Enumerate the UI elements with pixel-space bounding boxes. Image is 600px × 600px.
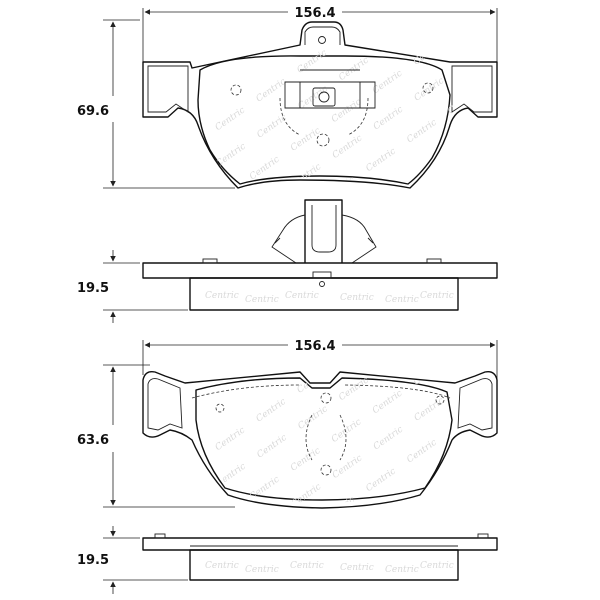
svg-text:Centric: Centric xyxy=(285,291,319,301)
svg-text:Centric: Centric xyxy=(336,19,369,47)
svg-text:Centric: Centric xyxy=(378,27,411,55)
svg-text:Centric: Centric xyxy=(372,425,405,453)
svg-text:Centric: Centric xyxy=(371,389,404,417)
svg-text:Centric: Centric xyxy=(245,565,279,575)
svg-text:Centric: Centric xyxy=(337,56,370,84)
svg-text:Centric: Centric xyxy=(290,561,324,571)
svg-text:Centric: Centric xyxy=(405,438,438,466)
svg-text:Centric: Centric xyxy=(255,433,288,461)
svg-text:Centric: Centric xyxy=(413,76,446,104)
svg-text:Centric: Centric xyxy=(377,311,410,339)
svg-text:Centric: Centric xyxy=(255,397,288,425)
svg-text:Centric: Centric xyxy=(255,113,288,141)
bottom-thickness-dimension: 19.5 xyxy=(77,526,188,594)
svg-text:Centric: Centric xyxy=(337,376,370,404)
svg-text:Centric: Centric xyxy=(205,561,239,571)
bottom-pad-side-view: Centric Centric Centric Centric Centric … xyxy=(142,533,498,581)
svg-text:Centric: Centric xyxy=(249,511,282,539)
svg-text:Centric: Centric xyxy=(173,170,206,198)
svg-text:Centric: Centric xyxy=(419,0,452,26)
top-width-label: 156.4 xyxy=(294,6,335,21)
svg-text:Centric: Centric xyxy=(371,69,404,97)
svg-text:Centric: Centric xyxy=(241,232,274,260)
svg-text:Centric: Centric xyxy=(372,105,405,133)
svg-text:Centric: Centric xyxy=(207,503,240,531)
svg-text:Centric: Centric xyxy=(405,118,438,146)
top-height-dimension: 69.6 xyxy=(77,19,235,189)
svg-text:Centric: Centric xyxy=(249,191,282,219)
bottom-width-label: 156.4 xyxy=(294,339,335,354)
svg-text:Centric: Centric xyxy=(340,293,374,303)
bottom-side-watermark: Centric Centric Centric Centric Centric … xyxy=(205,561,454,575)
top-pad-watermark: Centric Centric Centric Centric Centric … xyxy=(173,0,479,260)
top-pad-face-view: Centric Centric Centric Centric Centric … xyxy=(142,0,498,260)
svg-text:Centric: Centric xyxy=(296,404,329,432)
top-thickness-dimension: 19.5 xyxy=(77,250,188,323)
svg-text:Centric: Centric xyxy=(412,360,445,388)
svg-text:Centric: Centric xyxy=(385,565,419,575)
svg-text:Centric: Centric xyxy=(289,126,322,154)
svg-text:Centric: Centric xyxy=(290,482,323,510)
svg-text:Centric: Centric xyxy=(173,134,206,162)
bottom-height-label: 63.6 xyxy=(77,433,109,448)
svg-text:Centric: Centric xyxy=(419,318,452,346)
top-height-label: 69.6 xyxy=(77,104,109,119)
svg-text:Centric: Centric xyxy=(214,142,247,170)
svg-text:Centric: Centric xyxy=(446,89,479,117)
svg-text:Centric: Centric xyxy=(214,426,247,454)
svg-text:Centric: Centric xyxy=(336,339,369,367)
top-side-watermark: Centric Centric Centric Centric Centric … xyxy=(205,291,454,305)
svg-text:Centric: Centric xyxy=(377,0,410,18)
svg-text:Centric: Centric xyxy=(420,291,454,301)
top-width-dimension: 156.4 xyxy=(142,6,498,80)
svg-text:Centric: Centric xyxy=(364,466,397,494)
svg-text:Centric: Centric xyxy=(295,48,328,76)
top-pad-side-view: Centric Centric Centric Centric Centric … xyxy=(142,199,498,311)
svg-text:Centric: Centric xyxy=(205,291,239,301)
svg-text:Centric: Centric xyxy=(323,175,356,203)
svg-text:Centric: Centric xyxy=(207,183,240,211)
svg-text:Centric: Centric xyxy=(330,417,363,445)
svg-text:Centric: Centric xyxy=(413,396,446,424)
svg-text:Centric: Centric xyxy=(289,446,322,474)
svg-text:Centric: Centric xyxy=(364,146,397,174)
svg-text:Centric: Centric xyxy=(412,40,445,68)
svg-text:Centric: Centric xyxy=(385,295,419,305)
svg-text:Centric: Centric xyxy=(282,204,315,232)
svg-text:Centric: Centric xyxy=(331,453,364,481)
svg-text:Centric: Centric xyxy=(331,133,364,161)
svg-text:Centric: Centric xyxy=(378,347,411,375)
bottom-height-dimension: 63.6 xyxy=(77,364,235,508)
bottom-thickness-label: 19.5 xyxy=(77,553,109,568)
svg-text:Centric: Centric xyxy=(173,490,206,518)
svg-text:Centric: Centric xyxy=(245,295,279,305)
svg-text:Centric: Centric xyxy=(208,219,241,247)
svg-text:Centric: Centric xyxy=(255,77,288,105)
svg-text:Centric: Centric xyxy=(420,561,454,571)
bottom-width-dimension: 156.4 xyxy=(142,339,498,380)
top-thickness-label: 19.5 xyxy=(77,281,109,296)
svg-text:Centric: Centric xyxy=(214,106,247,134)
svg-text:Centric: Centric xyxy=(340,563,374,573)
